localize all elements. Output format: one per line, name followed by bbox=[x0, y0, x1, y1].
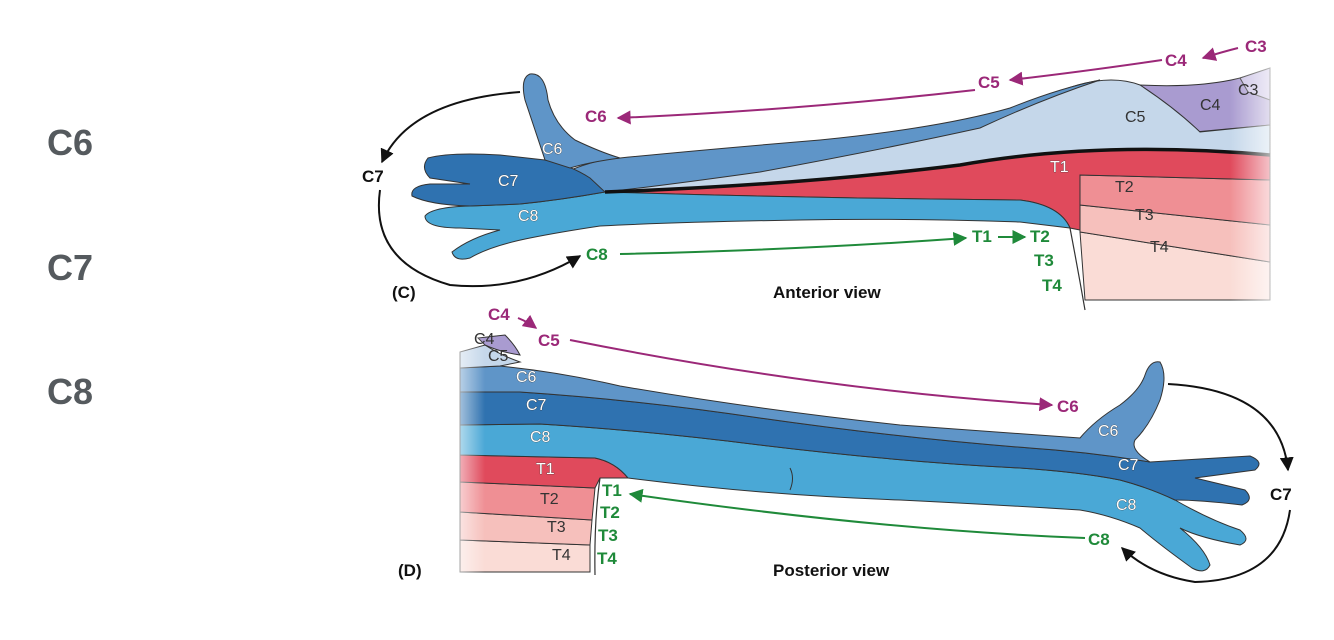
posterior-label-c7-hand: C7 bbox=[1118, 457, 1139, 474]
anterior-label-c7: C7 bbox=[498, 173, 519, 190]
anterior-view: C3 C4 C5 C6 C7 C8 T1 T2 T3 T4 C3 C4 C5 C… bbox=[362, 37, 1290, 311]
posterior-arrow-c8: C8 bbox=[1088, 530, 1110, 549]
anterior-label-t4: T4 bbox=[1150, 239, 1169, 256]
anterior-label-c4: C4 bbox=[1200, 97, 1221, 114]
anterior-label-c8: C8 bbox=[518, 208, 539, 225]
anterior-arrow-c5: C5 bbox=[978, 73, 1000, 92]
anterior-label-c6: C6 bbox=[542, 141, 563, 158]
posterior-arrow-c5: C5 bbox=[538, 331, 560, 350]
posterior-label-c5: C5 bbox=[488, 348, 509, 365]
posterior-label-c6-hand: C6 bbox=[1098, 423, 1119, 440]
posterior-label-c7: C7 bbox=[526, 397, 547, 414]
anterior-label-c5: C5 bbox=[1125, 109, 1146, 126]
anterior-label-c3: C3 bbox=[1238, 82, 1259, 99]
posterior-arrow-t4: T4 bbox=[597, 549, 617, 568]
anterior-label-t2: T2 bbox=[1115, 179, 1134, 196]
posterior-label-c6: C6 bbox=[516, 369, 537, 386]
anterior-arrow-c7: C7 bbox=[362, 167, 384, 186]
anterior-arrow-c6: C6 bbox=[585, 107, 607, 126]
anterior-region-c8 bbox=[424, 191, 1071, 260]
side-label-c6: C6 bbox=[47, 122, 94, 163]
posterior-view: C4 C5 C6 C7 C8 T1 T2 T3 T4 C6 C7 C8 C4 C… bbox=[398, 305, 1294, 584]
posterior-label-t2: T2 bbox=[540, 491, 559, 508]
posterior-arrow-c6: C6 bbox=[1057, 397, 1079, 416]
posterior-caption: Posterior view bbox=[773, 561, 890, 580]
anterior-region-c6-thumb bbox=[522, 73, 621, 169]
posterior-label-c8-hand: C8 bbox=[1116, 497, 1137, 514]
anterior-region-c6 bbox=[558, 79, 1101, 193]
posterior-panel-label: (D) bbox=[398, 561, 422, 580]
anterior-arrow-c3: C3 bbox=[1245, 37, 1267, 56]
anterior-arrow-c8: C8 bbox=[586, 245, 608, 264]
anterior-arrow-t4: T4 bbox=[1042, 276, 1062, 295]
posterior-arrow-c7: C7 bbox=[1270, 485, 1292, 504]
posterior-label-c4: C4 bbox=[474, 331, 495, 348]
posterior-label-t1: T1 bbox=[536, 461, 555, 478]
side-label-c7: C7 bbox=[47, 247, 94, 288]
anterior-label-t1: T1 bbox=[1050, 159, 1069, 176]
anterior-region-c7 bbox=[411, 153, 607, 207]
anterior-panel-label: (C) bbox=[392, 283, 416, 302]
posterior-region-c4 bbox=[476, 334, 521, 356]
posterior-arrow-c4: C4 bbox=[488, 305, 510, 324]
posterior-arrow-t2: T2 bbox=[600, 503, 620, 522]
anterior-arrow-t1: T1 bbox=[972, 227, 992, 246]
side-label-c8: C8 bbox=[47, 371, 94, 412]
anterior-label-t3: T3 bbox=[1135, 207, 1154, 224]
posterior-label-t4: T4 bbox=[552, 547, 571, 564]
posterior-region-c6 bbox=[459, 361, 1165, 463]
anterior-caption: Anterior view bbox=[773, 283, 881, 302]
posterior-arrow-t1: T1 bbox=[602, 481, 622, 500]
anterior-arrow-c4: C4 bbox=[1165, 51, 1187, 70]
posterior-label-c8: C8 bbox=[530, 429, 551, 446]
posterior-arrow-t3: T3 bbox=[598, 526, 618, 545]
anterior-arrow-t2: T2 bbox=[1030, 227, 1050, 246]
posterior-label-t3: T3 bbox=[547, 519, 566, 536]
anterior-arrow-t3: T3 bbox=[1034, 251, 1054, 270]
